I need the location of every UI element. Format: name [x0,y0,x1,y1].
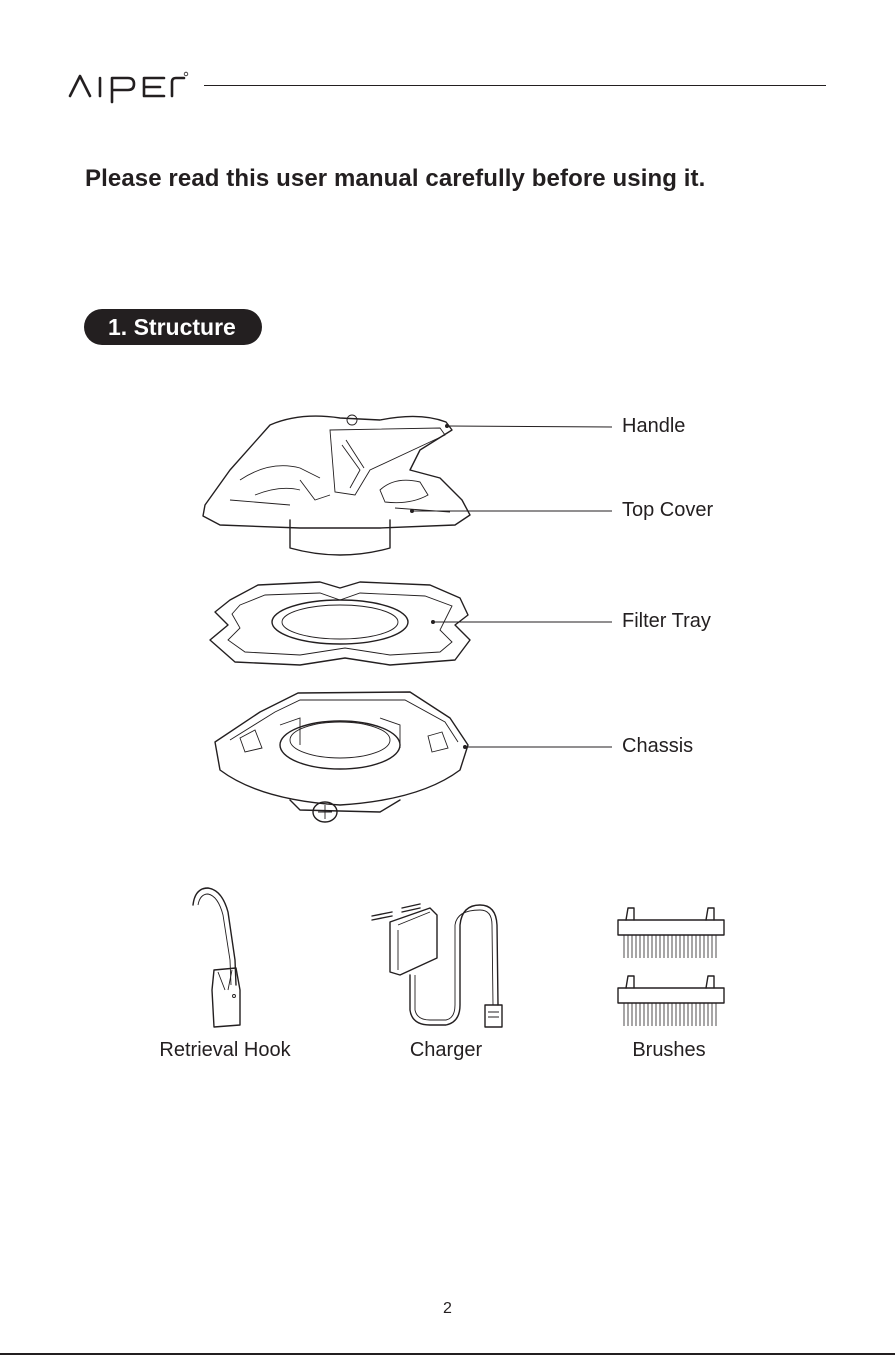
leader-lines [410,424,612,749]
part-label-top-cover: Top Cover [622,499,713,522]
structure-illustration [0,380,895,1100]
brushes-drawing [618,908,724,1026]
accessory-label-brushes: Brushes [569,1039,769,1062]
chassis-drawing [215,692,468,822]
part-label-filter-tray: Filter Tray [622,610,711,633]
intro-heading: Please read this user manual carefully b… [85,165,705,193]
accessory-label-retrieval-hook: Retrieval Hook [125,1039,325,1062]
aiper-logo [68,66,190,106]
top-cover-drawing [203,415,470,555]
retrieval-hook-drawing [193,888,240,1027]
part-label-chassis: Chassis [622,735,693,758]
header-rule [204,85,826,86]
page-number: 2 [0,1300,895,1318]
accessory-label-charger: Charger [346,1039,546,1062]
filter-tray-drawing [210,582,470,665]
section-title: 1. Structure [84,309,262,345]
part-label-handle: Handle [622,415,685,438]
charger-drawing [372,904,502,1027]
